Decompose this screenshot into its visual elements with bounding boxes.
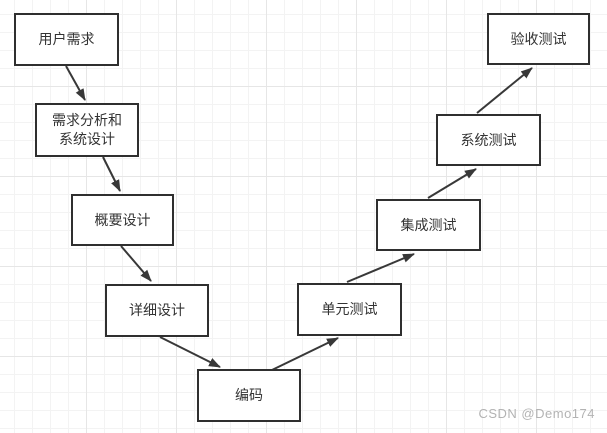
arrow-detailed-to-coding (159, 336, 221, 368)
node-req-analysis-design: 需求分析和 系统设计 (35, 103, 139, 157)
arrow-integration-to-system (427, 168, 477, 199)
node-integration-testing: 集成测试 (376, 199, 481, 251)
node-acceptance-testing: 验收测试 (487, 13, 590, 65)
arrow-analysis-to-preliminary (102, 156, 121, 192)
arrow-user-req-to-analysis (65, 65, 86, 101)
arrow-system-to-acceptance (476, 67, 533, 114)
node-unit-testing: 单元测试 (297, 283, 402, 336)
watermark: CSDN @Demo174 (478, 406, 595, 421)
node-user-requirements: 用户需求 (14, 13, 119, 66)
node-system-testing: 系统测试 (436, 114, 541, 166)
node-preliminary-design: 概要设计 (71, 194, 174, 246)
node-detailed-design: 详细设计 (105, 284, 209, 337)
arrow-preliminary-to-detailed (120, 245, 152, 282)
arrow-unit-to-integration (346, 253, 415, 283)
arrow-coding-to-unit (271, 337, 339, 371)
node-coding: 编码 (197, 369, 301, 422)
